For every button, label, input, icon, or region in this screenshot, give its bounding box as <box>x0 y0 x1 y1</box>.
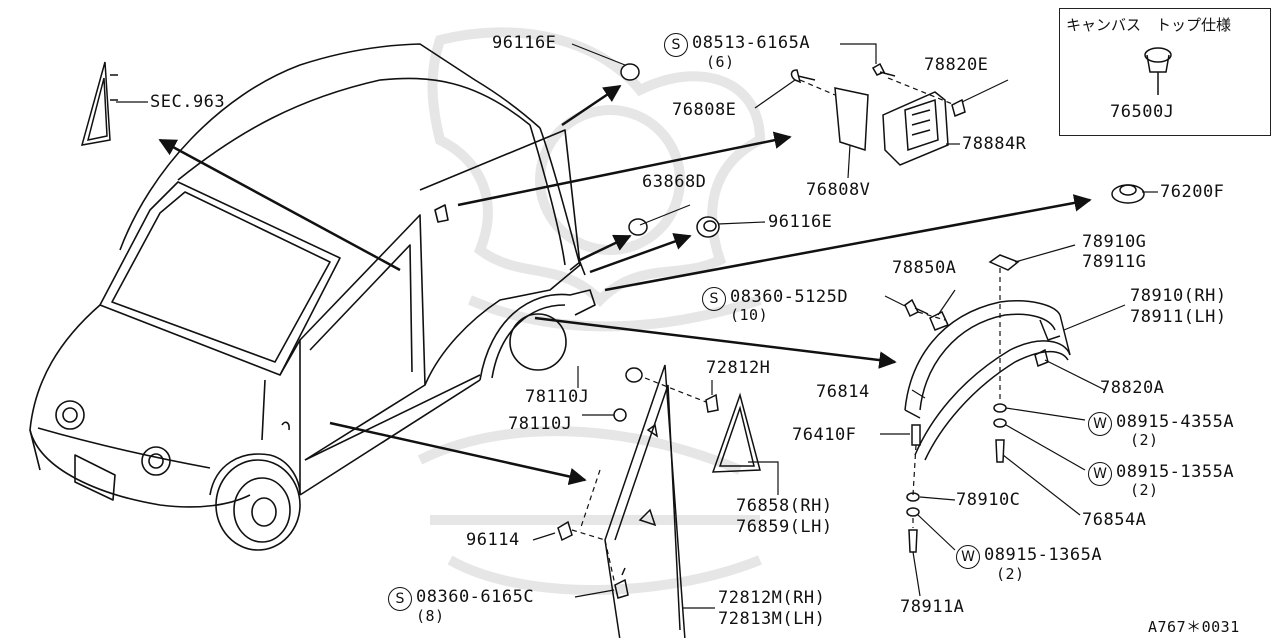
label-78110J-b: 78110J <box>508 414 573 434</box>
label-08360-6165C: 08360-6165C <box>416 587 535 607</box>
label-76200F: 76200F <box>1160 182 1225 202</box>
label-78820A: 78820A <box>1100 378 1165 398</box>
inset-title: キャンバス トップ仕様 <box>1066 16 1232 34</box>
label-78910G: 78910G <box>1082 232 1147 252</box>
s-stamp-icon: S <box>702 287 726 311</box>
label-76814: 76814 <box>816 382 870 402</box>
leader-lines <box>116 43 1158 609</box>
qty-08360-5125D: (10) <box>730 306 769 324</box>
label-96114: 96114 <box>466 530 520 550</box>
label-78850A: 78850A <box>892 258 957 278</box>
label-78110J-a: 78110J <box>525 387 590 407</box>
label-63868D: 63868D <box>642 172 707 192</box>
w-stamp-icon: W <box>1088 462 1112 486</box>
s-stamp-icon: S <box>664 33 688 57</box>
label-76808V: 76808V <box>806 180 871 200</box>
label-78820E: 78820E <box>924 55 989 75</box>
label-76410F: 76410F <box>792 425 857 445</box>
w-stamp-icon: W <box>956 545 980 569</box>
label-08915-1365A: 08915-1365A <box>984 545 1103 565</box>
qty-08915-4355A: (2) <box>1130 431 1159 449</box>
label-72813MLH: 72813M(LH) <box>718 609 826 629</box>
label-sec963: SEC.963 <box>150 92 226 112</box>
label-96116E-mid: 96116E <box>768 212 833 232</box>
label-96116E-top: 96116E <box>492 33 557 53</box>
label-78910RH: 78910(RH) <box>1130 286 1227 306</box>
qty-08915-1365A: (2) <box>996 565 1025 583</box>
label-78911LH: 78911(LH) <box>1130 307 1227 327</box>
qty-08915-1355A: (2) <box>1130 481 1159 499</box>
qty-08513: (6) <box>706 53 735 71</box>
guide-lines <box>571 77 1001 599</box>
watermark <box>417 27 766 595</box>
label-08915-4355A: 08915-4355A <box>1116 412 1235 432</box>
label-76859LH: 76859(LH) <box>736 517 833 537</box>
diagram-code: A767＊0031 <box>1148 618 1240 636</box>
inset-part-label: 76500J <box>1110 102 1175 122</box>
label-78911A: 78911A <box>900 597 965 617</box>
label-78884R: 78884R <box>962 134 1027 154</box>
label-78911G: 78911G <box>1082 252 1147 272</box>
label-72812H: 72812H <box>706 358 771 378</box>
parts <box>80 47 1172 638</box>
label-76854A: 76854A <box>1082 510 1147 530</box>
w-stamp-icon: W <box>1088 412 1112 436</box>
label-76858RH: 76858(RH) <box>736 496 833 516</box>
arrows <box>158 84 1092 486</box>
label-78910C: 78910C <box>956 490 1021 510</box>
qty-08360-6165C: (8) <box>416 607 445 625</box>
s-stamp-icon: S <box>388 587 412 611</box>
label-08360-5125D: 08360-5125D <box>730 287 849 307</box>
label-72812MRH: 72812M(RH) <box>718 588 826 608</box>
vehicle-body <box>29 43 596 551</box>
label-08513: 08513-6165A <box>692 33 811 53</box>
label-76808E: 76808E <box>672 100 737 120</box>
canvas-top-inset <box>1059 8 1271 136</box>
label-08915-1355A: 08915-1355A <box>1116 462 1235 482</box>
